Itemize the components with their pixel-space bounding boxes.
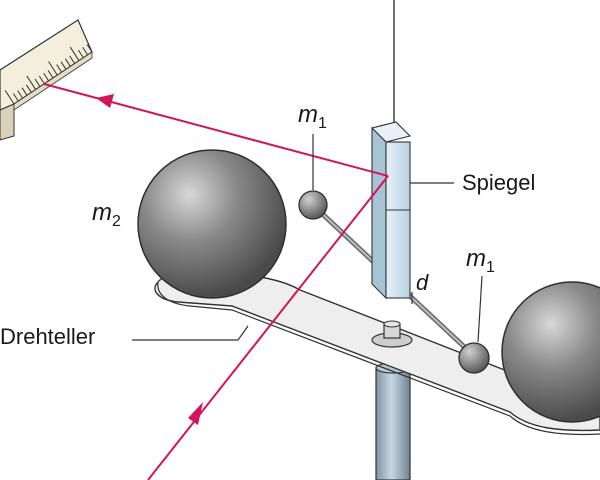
ruler-tick	[69, 46, 80, 61]
ruler-tick	[60, 61, 67, 70]
beam-arrow-left	[96, 94, 114, 108]
ruler-tick	[86, 44, 93, 53]
ruler-tick	[56, 64, 63, 73]
large-sphere-m2	[137, 149, 287, 299]
ruler-tick	[25, 84, 32, 93]
ruler-tick	[69, 55, 76, 64]
label-drehteller: Drehteller	[0, 324, 95, 349]
ruler-tick	[43, 72, 50, 82]
beam-arrow-up	[188, 402, 203, 425]
laser-beam	[43, 83, 389, 480]
center-hub	[371, 320, 413, 348]
label-spiegel: Spiegel	[462, 170, 535, 195]
ruler-tick	[17, 90, 24, 99]
scale-ticks	[4, 44, 93, 105]
large-sphere-right	[501, 281, 600, 423]
small-sphere-m1-right	[458, 342, 490, 374]
ruler-tick	[26, 75, 37, 90]
ruler-tick	[21, 87, 28, 96]
support-column	[375, 362, 411, 480]
ruler-tick	[12, 93, 19, 102]
label-distance-d: d	[416, 270, 429, 295]
ruler-tick	[34, 78, 41, 87]
ruler-tick	[48, 61, 58, 76]
ruler-tick	[77, 49, 84, 59]
leader-lines	[132, 134, 483, 343]
ruler-tick	[82, 46, 89, 56]
label-m1-right: m1	[466, 245, 495, 276]
label-m1-top: m1	[298, 101, 327, 132]
label-m2: m2	[92, 199, 121, 230]
ruler-tick	[64, 58, 71, 67]
ruler-tick	[47, 70, 54, 79]
scale-ruler	[0, 19, 93, 141]
ruler-tick	[4, 90, 15, 105]
mirror	[370, 121, 412, 300]
small-sphere-m1-top	[298, 190, 328, 220]
ruler-tick	[38, 75, 45, 85]
